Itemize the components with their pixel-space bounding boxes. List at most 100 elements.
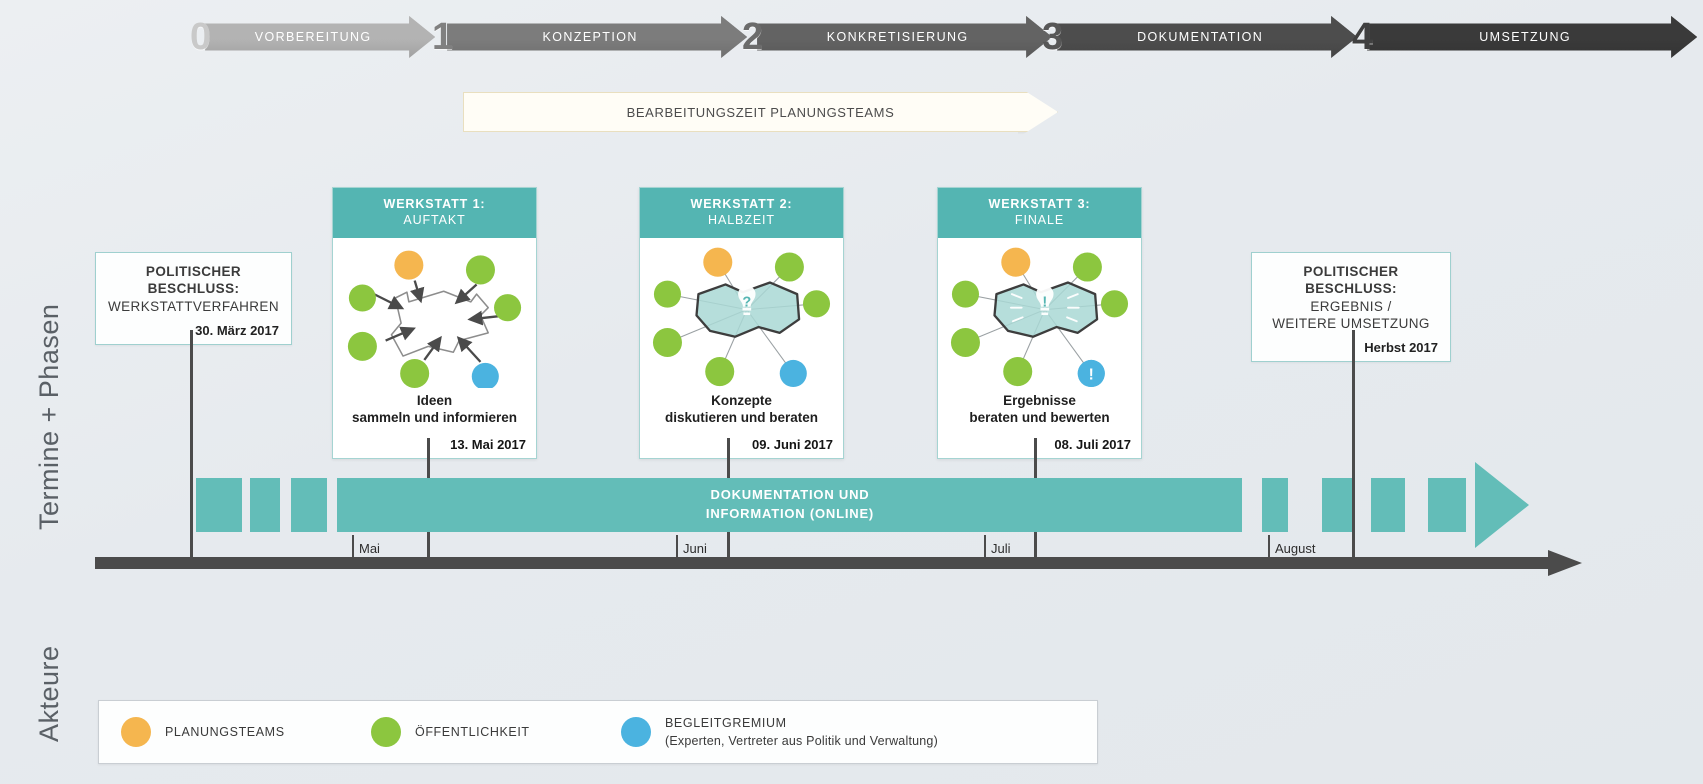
workshop-title: WERKSTATT 3: bbox=[988, 197, 1091, 211]
political-decision-box[interactable]: POLITISCHER BESCHLUSS:ERGEBNIS /WEITERE … bbox=[1251, 252, 1451, 363]
workshop-caption-line1: Konzepte bbox=[711, 392, 772, 408]
legend-color-dot bbox=[621, 717, 651, 747]
workshop-subtitle: FINALE bbox=[1014, 213, 1065, 228]
workshop-subtitle: AUFTAKT bbox=[403, 213, 466, 228]
documentation-band-segment bbox=[1262, 478, 1288, 532]
phase-4[interactable]: 4 UMSETZUNG bbox=[1352, 14, 1697, 60]
legend-item[interactable]: ÖFFENTLICHKEIT bbox=[371, 717, 530, 747]
month-tick bbox=[676, 535, 678, 557]
legend-sublabel: (Experten, Vertreter aus Politik und Ver… bbox=[665, 734, 938, 748]
phase-arrow-body: KONZEPTION bbox=[447, 16, 747, 58]
svg-text:!: ! bbox=[1089, 366, 1094, 383]
workshop-title: WERKSTATT 2: bbox=[690, 197, 793, 211]
documentation-band-label: DOKUMENTATION UND INFORMATION (ONLINE) bbox=[660, 478, 920, 532]
axis-arrowhead bbox=[1548, 550, 1582, 581]
legend-text: ÖFFENTLICHKEIT bbox=[415, 723, 530, 741]
legend-text: BEGLEITGREMIUM (Experten, Vertreter aus … bbox=[665, 714, 938, 750]
workshop-header: WERKSTATT 1: AUFTAKT bbox=[333, 188, 536, 238]
workshop-header: WERKSTATT 2: HALBZEIT bbox=[640, 188, 843, 238]
legend-label: PLANUNGSTEAMS bbox=[165, 724, 285, 739]
documentation-band-segment bbox=[291, 478, 327, 532]
phase-number: 3 bbox=[1042, 16, 1063, 58]
month-tick bbox=[352, 535, 354, 557]
workshop-date: 08. Juli 2017 bbox=[1054, 436, 1131, 452]
phase-label: DOKUMENTATION bbox=[1137, 30, 1264, 44]
svg-text:?: ? bbox=[742, 294, 751, 310]
phase-label: VORBEREITUNG bbox=[254, 30, 372, 44]
workshop-date: 09. Juni 2017 bbox=[752, 436, 833, 452]
workshop-diagram-bulb-map: ! ! bbox=[938, 237, 1141, 388]
phase-arrow-body: VORBEREITUNG bbox=[205, 16, 435, 58]
documentation-band-segment bbox=[1371, 478, 1405, 532]
axis-label-termine-phasen: Termine + Phasen bbox=[34, 303, 64, 530]
workshop-caption-line1: Ideen bbox=[416, 392, 453, 408]
milestone-connector-line bbox=[1352, 330, 1355, 562]
axis-label-akteure: Akteure bbox=[34, 645, 64, 742]
phase-number: 0 bbox=[190, 16, 211, 58]
milestone-connector-line bbox=[190, 330, 193, 562]
doc-band-line1: DOKUMENTATION UND bbox=[710, 487, 870, 503]
phase-label: KONZEPTION bbox=[542, 30, 638, 44]
decision-title: POLITISCHER BESCHLUSS: bbox=[145, 264, 242, 297]
political-decision-box[interactable]: POLITISCHER BESCHLUSS:WERKSTATTVERFAHREN… bbox=[95, 252, 292, 345]
legend-color-dot bbox=[371, 717, 401, 747]
decision-title: POLITISCHER BESCHLUSS: bbox=[1303, 264, 1399, 297]
month-label: Mai bbox=[359, 541, 380, 556]
doc-band-line2: INFORMATION (ONLINE) bbox=[705, 506, 875, 521]
workshop-card[interactable]: WERKSTATT 1: AUFTAKT Ideen sammeln und i… bbox=[332, 187, 537, 459]
documentation-band-segment bbox=[337, 478, 1242, 532]
documentation-band-segment bbox=[196, 478, 242, 532]
month-label: Juni bbox=[683, 541, 707, 556]
phase-arrow-body: UMSETZUNG bbox=[1367, 16, 1697, 58]
documentation-band-segment bbox=[1428, 478, 1466, 532]
legend-item[interactable]: BEGLEITGREMIUM (Experten, Vertreter aus … bbox=[621, 714, 938, 750]
decision-date: Herbst 2017 bbox=[1364, 340, 1438, 356]
decision-subtitle: WEITERE UMSETZUNG bbox=[1272, 315, 1430, 331]
legend-color-dot bbox=[121, 717, 151, 747]
documentation-band-arrowhead bbox=[1475, 462, 1529, 553]
phase-arrow-row: 0 VORBEREITUNG 1 KONZEPTION 2 KONKRETISIERUNG… bbox=[0, 0, 1703, 72]
phase-1[interactable]: 1 KONZEPTION bbox=[432, 14, 747, 60]
workshop-caption: Ideen sammeln und informieren bbox=[333, 388, 536, 429]
axis-bar bbox=[95, 557, 1550, 569]
phase-label: KONKRETISIERUNG bbox=[826, 30, 969, 44]
workshop-title: WERKSTATT 1: bbox=[383, 197, 486, 211]
phase-2[interactable]: 2 KONKRETISIERUNG bbox=[742, 14, 1052, 60]
workshop-caption: Ergebnisse beraten und bewerten bbox=[938, 388, 1141, 429]
svg-text:!: ! bbox=[1042, 294, 1047, 310]
workshop-subtitle: HALBZEIT bbox=[708, 213, 775, 228]
workshop-caption-line2: diskutieren und beraten bbox=[664, 410, 819, 426]
workshop-card[interactable]: WERKSTATT 3: FINALE ! ! Ergebnisse berat… bbox=[937, 187, 1142, 459]
phase-0[interactable]: 0 VORBEREITUNG bbox=[190, 14, 435, 60]
legend-item[interactable]: PLANUNGSTEAMS bbox=[121, 717, 285, 747]
workshop-caption-line2: beraten und bewerten bbox=[969, 410, 1110, 426]
workshop-caption-line2: sammeln und informieren bbox=[351, 410, 518, 426]
phase-number: 4 bbox=[1352, 16, 1373, 58]
documentation-band-segment bbox=[250, 478, 280, 532]
legend-label: ÖFFENTLICHKEIT bbox=[415, 724, 530, 739]
month-tick bbox=[984, 535, 986, 557]
phase-arrow-body: DOKUMENTATION bbox=[1057, 16, 1357, 58]
month-tick bbox=[1268, 535, 1270, 557]
phase-number: 2 bbox=[742, 16, 763, 58]
documentation-band-segment bbox=[1322, 478, 1352, 532]
phase-3[interactable]: 3 DOKUMENTATION bbox=[1042, 14, 1357, 60]
decision-subtitle: ERGEBNIS / bbox=[1310, 298, 1392, 314]
processing-time-label: BEARBEITUNGSZEIT PLANUNGSTEAMS bbox=[463, 92, 1058, 132]
month-label: August bbox=[1275, 541, 1316, 556]
legend-panel: PLANUNGSTEAMS ÖFFENTLICHKEIT BEGLEITGREM… bbox=[98, 700, 1098, 764]
workshop-header: WERKSTATT 3: FINALE bbox=[938, 188, 1141, 238]
legend-text: PLANUNGSTEAMS bbox=[165, 723, 285, 741]
phase-label: UMSETZUNG bbox=[1479, 30, 1572, 44]
decision-subtitle: WERKSTATTVERFAHREN bbox=[108, 298, 279, 314]
workshop-caption-line1: Ergebnisse bbox=[1003, 392, 1076, 408]
processing-time-arrow: BEARBEITUNGSZEIT PLANUNGSTEAMS bbox=[463, 92, 1058, 132]
decision-date: 30. März 2017 bbox=[195, 322, 279, 338]
legend-label: BEGLEITGREMIUM bbox=[665, 715, 787, 730]
workshop-caption: Konzepte diskutieren und beraten bbox=[640, 388, 843, 429]
workshop-date: 13. Mai 2017 bbox=[450, 436, 526, 452]
phase-arrow-body: KONKRETISIERUNG bbox=[757, 16, 1052, 58]
phase-number: 1 bbox=[432, 16, 453, 58]
workshop-card[interactable]: WERKSTATT 2: HALBZEIT ? Konzepte diskuti… bbox=[639, 187, 844, 459]
